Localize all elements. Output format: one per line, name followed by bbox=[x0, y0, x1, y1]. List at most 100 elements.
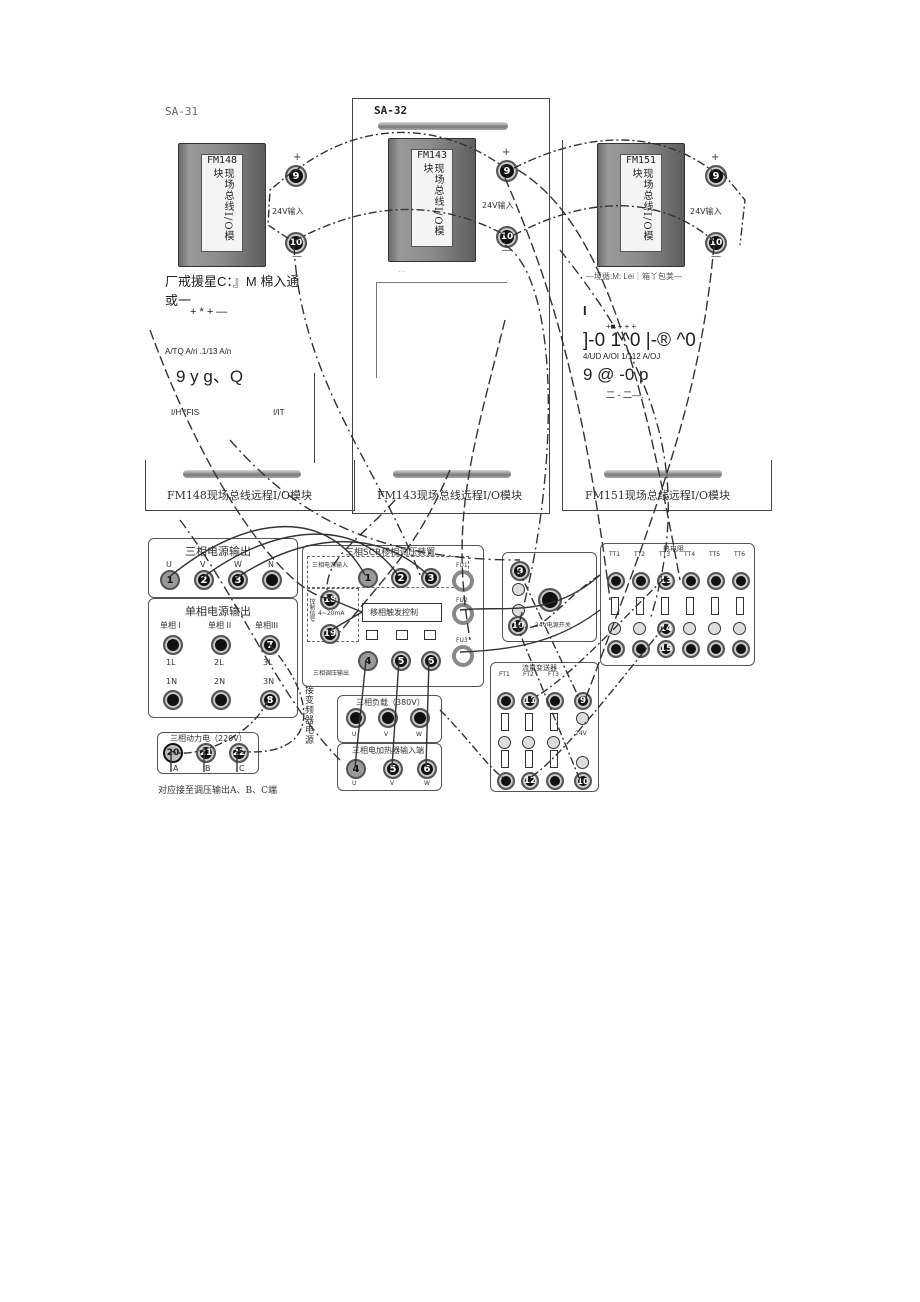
fm143-caption: FM143现场总线远程I/O模块 bbox=[377, 489, 522, 502]
single-col-1: 单相 I bbox=[160, 621, 181, 630]
mid-inner-frame bbox=[376, 282, 507, 378]
switch-term-9[interactable]: 9 bbox=[510, 561, 530, 581]
thermo-res-5 bbox=[711, 597, 719, 615]
left-ocr-line4: A/TQ A/ri .1/13 A/n bbox=[165, 347, 232, 356]
flow-term-9[interactable]: 9 bbox=[574, 692, 592, 710]
power-label-a: A bbox=[173, 764, 179, 773]
wire-bottom-loop-4 bbox=[517, 568, 581, 701]
wire-diag-10 bbox=[179, 519, 341, 761]
power-term-22[interactable]: 22 bbox=[229, 743, 249, 763]
thermo-bot-6[interactable] bbox=[732, 640, 750, 658]
scr-side-label: 控制信号 bbox=[308, 598, 315, 622]
scr-term-19[interactable]: 19 bbox=[320, 624, 340, 644]
flow-24v-label: 24V bbox=[575, 730, 587, 737]
fm148-term10[interactable]: 10 bbox=[285, 232, 307, 254]
single-term-8[interactable]: 8 bbox=[260, 690, 280, 710]
load-380-w[interactable] bbox=[410, 708, 430, 728]
thermo-top-4[interactable] bbox=[682, 572, 700, 590]
scr-term-18[interactable]: 18 bbox=[320, 590, 340, 610]
fm148-term9[interactable]: 9 bbox=[285, 165, 307, 187]
thermo-term-15[interactable]: 15 bbox=[657, 640, 675, 658]
scr-term-1[interactable]: 1 bbox=[358, 568, 378, 588]
thermo-bot-1[interactable] bbox=[607, 640, 625, 658]
flow-col-2: FT2 bbox=[523, 671, 534, 678]
thermo-top-2[interactable] bbox=[632, 572, 650, 590]
power-220-caption: 对应接至调压输出A、B、C端 bbox=[158, 786, 278, 796]
wire-bottom-loop-1 bbox=[170, 699, 269, 754]
wire-fm151-right bbox=[721, 171, 746, 246]
thermo-mid-2 bbox=[633, 622, 646, 635]
single-term-1n[interactable] bbox=[163, 690, 183, 710]
fm143-input-label: 24V输入 bbox=[482, 201, 514, 210]
single-row1-3: 3L bbox=[263, 658, 273, 667]
fm143-desc: 现场总线I/O模块 bbox=[421, 163, 443, 237]
scr-term-5[interactable]: 5 bbox=[391, 651, 411, 671]
flow-res-2 bbox=[525, 713, 533, 731]
single-term-1l[interactable] bbox=[163, 635, 183, 655]
flow-bot-1[interactable] bbox=[497, 772, 515, 790]
wire-diag-2 bbox=[504, 244, 550, 621]
flow-res-6 bbox=[550, 750, 558, 768]
thermo-top-6[interactable] bbox=[732, 572, 750, 590]
scr-fu3-label: FU3 bbox=[456, 637, 468, 644]
thermo-top-5[interactable] bbox=[707, 572, 725, 590]
scr-thyristor-3 bbox=[424, 630, 436, 640]
thermo-bot-2[interactable] bbox=[632, 640, 650, 658]
thermo-res-3 bbox=[661, 597, 669, 615]
scr-fu2-label: FU2 bbox=[456, 597, 468, 604]
wire-diag-1 bbox=[504, 177, 611, 601]
out-term-3[interactable]: 3 bbox=[228, 570, 248, 590]
fm143-term9[interactable]: 9 bbox=[496, 160, 518, 182]
wire-top-loop-4 bbox=[513, 205, 715, 242]
out-term-2[interactable]: 2 bbox=[194, 570, 214, 590]
wire-bottom-loop-5 bbox=[515, 623, 581, 781]
wire-bottom-loop-6 bbox=[527, 578, 665, 701]
flow-term-12[interactable]: 12 bbox=[521, 772, 539, 790]
fm143-plus: + bbox=[502, 147, 511, 158]
thermo-col-6: TT6 bbox=[734, 551, 746, 558]
wire-solid-1 bbox=[167, 526, 366, 579]
single-term-2l[interactable] bbox=[211, 635, 231, 655]
bottom-rail-mid bbox=[393, 470, 511, 478]
wire-diag-3 bbox=[584, 244, 715, 701]
thermo-term-14[interactable]: 14 bbox=[657, 620, 675, 638]
power-term-20[interactable]: 20 bbox=[163, 743, 183, 763]
scr-thyristor-2 bbox=[396, 630, 408, 640]
scr-term-6[interactable]: 6 bbox=[421, 651, 441, 671]
thermo-bot-4[interactable] bbox=[682, 640, 700, 658]
flow-res-4 bbox=[501, 750, 509, 768]
heater-term-6[interactable]: 6 bbox=[417, 759, 437, 779]
heater-input-box bbox=[337, 743, 442, 791]
thermo-top-1[interactable] bbox=[607, 572, 625, 590]
wire-solid-3 bbox=[235, 541, 429, 579]
wire-red-2 bbox=[459, 609, 601, 653]
wire-top-loop-2 bbox=[513, 139, 715, 173]
fm148-desc: 现场总线I/O模块 bbox=[211, 168, 233, 242]
heater-input-title: 三相电加热器输入端 bbox=[352, 746, 424, 755]
scr-term-4[interactable]: 4 bbox=[358, 651, 378, 671]
fm148-name: FM148 bbox=[206, 155, 238, 166]
fm148-caption: FM148现场总线远程I/O模块 bbox=[167, 489, 312, 502]
flow-term-11[interactable]: 11 bbox=[521, 692, 539, 710]
wire-diag-6 bbox=[559, 249, 669, 621]
thermo-bot-5[interactable] bbox=[707, 640, 725, 658]
flow-bot-3[interactable] bbox=[546, 772, 564, 790]
out-term-1[interactable]: 1 bbox=[160, 570, 180, 590]
single-term-2n[interactable] bbox=[211, 690, 231, 710]
fm143-module: FM143 现场总线I/O模块 bbox=[388, 138, 476, 262]
wire-diag-5 bbox=[461, 319, 506, 641]
load-380-v[interactable] bbox=[378, 708, 398, 728]
scr-bottom-label: 三相调压输出 bbox=[313, 670, 350, 677]
wire-solid-2 bbox=[201, 533, 399, 579]
single-row2-2: 2N bbox=[214, 677, 226, 686]
left-ocr-line3: + * + — bbox=[190, 306, 228, 318]
scr-trigger-label: 移相触发控制 bbox=[370, 608, 418, 617]
flow-small-2 bbox=[576, 756, 589, 769]
out-term-n[interactable] bbox=[262, 570, 282, 590]
heater-w-label: W bbox=[424, 780, 430, 787]
phase-label-n: N bbox=[268, 560, 274, 569]
single-phase-output-title: 单相电源输出 bbox=[185, 605, 251, 618]
flow-top-1[interactable] bbox=[497, 692, 515, 710]
top-rail-mid bbox=[378, 122, 508, 130]
